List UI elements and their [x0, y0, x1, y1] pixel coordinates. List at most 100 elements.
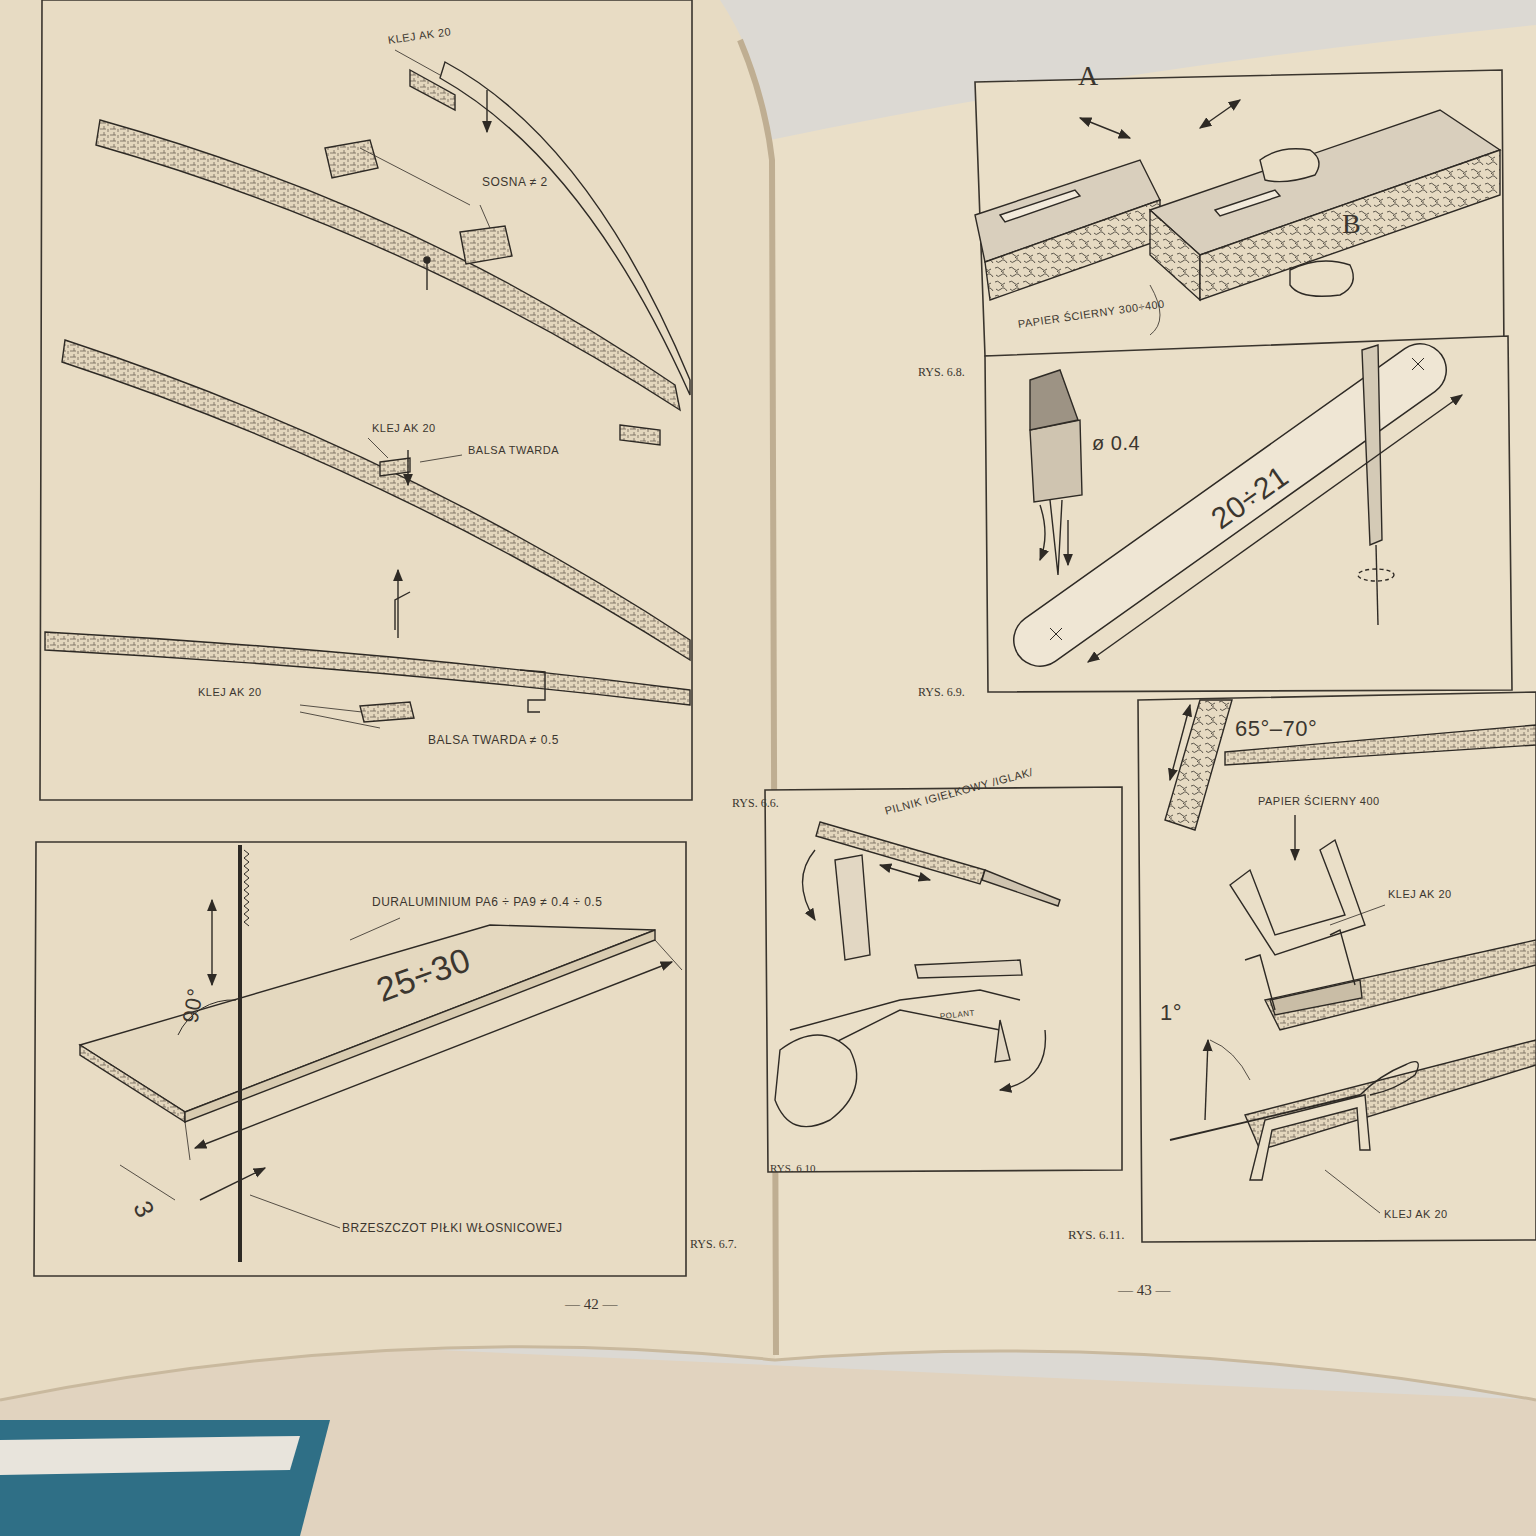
drilling-illustration	[1088, 395, 1462, 662]
saw-illustration	[655, 940, 682, 970]
drilling-illustration	[1030, 345, 1462, 662]
sanding-illustration	[1290, 261, 1353, 296]
spar-illustration	[325, 140, 378, 178]
bracket-illustration	[1294, 815, 1295, 860]
sanding-illustration	[1215, 190, 1280, 216]
drilling-illustration	[1362, 345, 1382, 545]
glue-label: KLEJ AK 20	[198, 686, 262, 699]
spar-illustration	[45, 50, 690, 728]
saw-illustration	[211, 900, 212, 985]
bracket-illustration	[1245, 930, 1355, 1010]
spar-illustration	[520, 670, 545, 712]
bracket-illustration	[1170, 705, 1190, 780]
figure-frame	[765, 787, 1122, 1172]
file-illustration	[1000, 1030, 1045, 1090]
book-pages	[770, 25, 1536, 1400]
angle-dimension: 65°–70°	[1235, 716, 1317, 741]
drilling-illustration	[1050, 500, 1062, 575]
book-pages	[0, 1347, 1536, 1400]
material-label: BALSA TWARDA ≠ 0.5	[428, 734, 559, 748]
file-illustration	[835, 855, 870, 960]
spar-illustration	[395, 592, 410, 630]
spar-illustration	[426, 263, 427, 290]
sanding-illustration	[975, 100, 1500, 335]
bracket-illustration	[1270, 980, 1362, 1015]
spar-illustration	[440, 62, 690, 395]
drilling-illustration	[1030, 370, 1078, 430]
material-label: DURALUMINIUM PA6 ÷ PA9 ≠ 0.4 ÷ 0.5	[372, 896, 602, 910]
sanding-illustration	[1080, 118, 1130, 138]
spar-illustration	[407, 450, 408, 485]
material-label: BALSA TWARDA	[468, 444, 559, 457]
bracket-illustration	[1245, 1040, 1536, 1150]
drilling-illustration	[1040, 505, 1045, 560]
file-illustration	[880, 865, 930, 880]
saw-illustration	[200, 1168, 265, 1200]
saw-illustration	[185, 930, 655, 1122]
spar-illustration	[360, 148, 490, 228]
figure-frame	[1138, 692, 1536, 1242]
saw-illustration	[80, 1045, 185, 1122]
saw-illustration	[250, 1195, 340, 1228]
drilling-illustration	[1040, 370, 1420, 640]
saw-illustration	[238, 845, 242, 1262]
spar-illustration	[368, 438, 462, 462]
spar-illustration	[360, 702, 414, 722]
bracket-illustration	[1230, 840, 1365, 955]
file-illustration	[803, 850, 816, 920]
figure-number: RYS. 6.6.	[732, 797, 779, 811]
spar-illustration	[300, 705, 380, 728]
drilling-illustration	[1030, 420, 1082, 502]
drilling-illustration	[1040, 370, 1420, 640]
bracket-illustration	[1205, 1040, 1208, 1120]
bracket-illustration	[1165, 700, 1232, 830]
bracket-illustration	[1210, 1040, 1250, 1080]
bracket-illustration	[1170, 1095, 1360, 1140]
glue-label: KLEJ AK 20	[372, 422, 436, 435]
glue-label: KLEJ AK 20	[1384, 1208, 1448, 1221]
tool-label: BRZESZCZOT PIŁKI WŁOSNICOWEJ	[342, 1222, 562, 1236]
bracket-illustration	[1330, 905, 1385, 925]
bracket-illustration	[1360, 1062, 1418, 1095]
figure-frame	[34, 0, 1536, 1276]
spar-illustration	[460, 226, 512, 264]
saw-illustration	[185, 1122, 190, 1160]
drilling-illustration	[1358, 569, 1394, 581]
file-illustration	[995, 1020, 1010, 1062]
spar-illustration	[620, 425, 660, 445]
figure-number: RYS. 6.10.	[770, 1162, 818, 1175]
figure-frame	[975, 70, 1504, 356]
spar-illustration	[380, 458, 410, 476]
sanding-illustration	[1150, 210, 1200, 300]
spar-illustration	[397, 570, 398, 638]
drill-diameter: ø 0.4	[1092, 432, 1140, 455]
spar-illustration	[96, 120, 680, 410]
bracket-illustration	[1265, 940, 1536, 1030]
bracket-illustration	[1325, 1170, 1380, 1213]
table	[0, 1436, 300, 1475]
saw-illustration	[350, 918, 400, 940]
view-letter: A	[1078, 60, 1098, 92]
spar-illustration	[486, 90, 487, 132]
spar-illustration	[410, 70, 455, 110]
book-pages	[0, 0, 775, 1400]
figure-number: RYS. 6.9.	[918, 686, 965, 700]
spar-illustration	[395, 50, 440, 75]
drilling-illustration	[1376, 545, 1378, 625]
file-illustration	[775, 1035, 857, 1127]
page-number: — 43 —	[1118, 1282, 1171, 1299]
file-illustration	[982, 870, 1060, 906]
spar-illustration	[45, 632, 690, 705]
figure-number: RYS. 6.11.	[1068, 1228, 1125, 1243]
drilling-illustration	[1050, 358, 1424, 640]
book-pages	[0, 0, 1536, 1400]
bracket-illustration	[1165, 700, 1536, 1213]
figure-frame	[40, 0, 692, 800]
file-illustration	[775, 822, 1060, 1127]
glue-label: KLEJ AK 20	[1388, 888, 1452, 901]
saw-illustration	[244, 850, 249, 926]
page-number: — 42 —	[565, 1296, 618, 1313]
sanding-illustration	[1200, 150, 1500, 300]
